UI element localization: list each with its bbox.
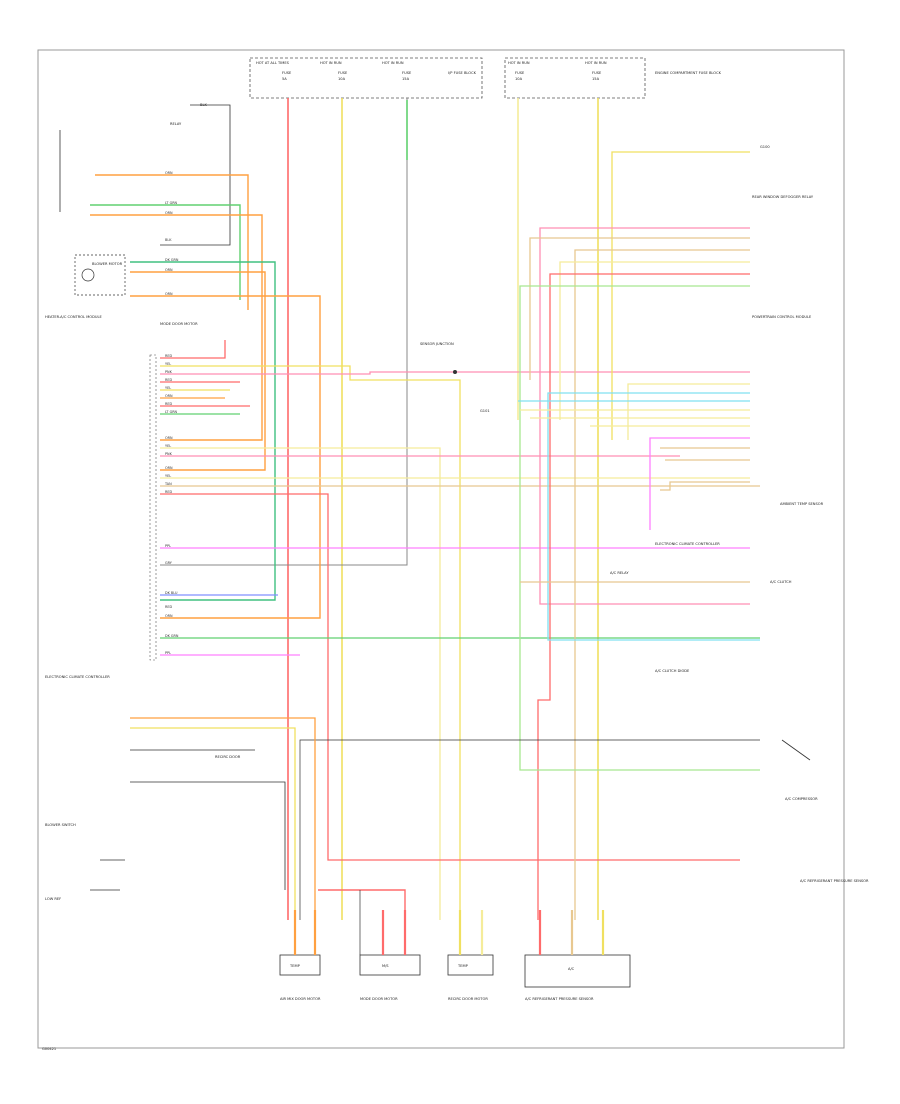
electronic-controller-lower-label: ELECTRONIC CLIMATE CONTROLLER	[45, 675, 110, 679]
recirc-caption: RECIRC DOOR MOTOR	[448, 997, 488, 1001]
wire-orn-3: ORN	[165, 268, 173, 272]
fuse-1-name: HOT AT ALL TIMES	[256, 61, 290, 65]
top-relay-label: RELAY	[170, 122, 182, 126]
ip-fuse-block-label: I/P FUSE BLOCK	[448, 71, 477, 75]
ac-relay-label: A/C RELAY	[610, 571, 629, 575]
main-feed-wires	[160, 98, 599, 920]
wire-orn-6: ORN	[165, 436, 173, 440]
low-ref-label: LOW REF	[45, 897, 61, 901]
diagram-border	[37, 49, 845, 1049]
fuse-2-amp: 10A	[338, 77, 346, 81]
blower-switch-label: BLOWER SWITCH	[45, 823, 76, 827]
hvac-wire-labels: RED YEL PNK RED YEL ORN RED LT GRN ORN Y…	[164, 354, 179, 655]
wire-ltgrn-2: LT GRN	[165, 410, 178, 414]
left-upper-wires	[90, 174, 321, 619]
top-ground-label: BLK	[200, 103, 207, 107]
wire-ppl-2: PPL	[165, 651, 171, 655]
sensor-junction-node	[453, 370, 457, 374]
ambient-temp-label: AMBIENT TEMP SENSOR	[780, 502, 824, 506]
recirc-connector-label: TEMP	[457, 964, 469, 968]
wire-pnk-1: PNK	[165, 370, 173, 374]
wire-red-5: RED	[165, 605, 172, 609]
wire-red-1: RED	[165, 354, 172, 358]
wire-orn-1: ORN	[165, 171, 173, 175]
bottom-connector-pins	[293, 910, 605, 955]
wire-orn-5: ORN	[165, 394, 173, 398]
left-lower-wires	[90, 717, 316, 920]
bottom-connector-air-mix: TEMP	[279, 954, 321, 976]
wire-ltgrn-1: LT GRN	[165, 201, 178, 205]
ip-fuse-block: HOT AT ALL TIMES FUSE 5A HOT IN RUN FUSE…	[249, 57, 483, 99]
refrigerant-sensor-label: A/C REFRIGERANT PRESSURE SENSOR	[800, 879, 869, 883]
pcm-ground-label: G101	[480, 409, 490, 413]
bottom-connector-recirc: TEMP	[447, 954, 494, 976]
air-mix-caption: AIR MIX DOOR MOTOR	[280, 997, 321, 1001]
fuse-6-label: FUSE	[592, 71, 602, 75]
engine-fuse-block-label: ENGINE COMPARTMENT FUSE BLOCK	[655, 71, 722, 75]
hvac-output-wires	[160, 340, 760, 920]
air-mix-connector-label: TEMP	[289, 964, 301, 968]
refrigerant-caption: A/C REFRIGERANT PRESSURE SENSOR	[525, 997, 594, 1001]
rear-defog-label: REAR WINDOW DEFOGGER RELAY	[752, 195, 814, 199]
wire-red-3: RED	[165, 402, 172, 406]
wire-dkgrn-1: DK GRN	[165, 258, 179, 262]
wire-blk-1: BLK	[165, 238, 172, 242]
wire-yel-4: YEL	[165, 474, 171, 478]
blower-motor-symbol	[74, 254, 126, 296]
right-upper-wires	[519, 151, 760, 920]
fuse-5-amp: 10A	[515, 77, 523, 81]
wire-pnk-2: PNK	[165, 452, 173, 456]
wire-dkblu-1: DK BLU	[165, 591, 178, 595]
hvac-module-label: HEATER-A/C CONTROL MODULE	[45, 315, 103, 319]
compressor-label: A/C COMPRESSOR	[785, 797, 818, 801]
wire-ppl-1: PPL	[165, 544, 171, 548]
mode-feed-wire	[318, 889, 406, 910]
wire-red-2: RED	[165, 378, 172, 382]
mode-connector-label: M/S	[382, 964, 389, 968]
wire-orn-4: ORN	[165, 292, 173, 296]
fuse-1-label: FUSE	[282, 71, 292, 75]
wire-red-4: RED	[165, 490, 172, 494]
wire-gry-1: GRY	[165, 561, 173, 565]
bottom-connector-refrigerant: A/C	[524, 954, 631, 988]
bottom-connector-mode: M/S	[359, 954, 421, 976]
ground-right-top-label: G100	[760, 145, 770, 149]
ac-clutch-label: A/C CLUTCH	[770, 580, 792, 584]
hvac-motor-assembly-label: MODE DOOR MOTOR	[160, 322, 198, 326]
mode-caption: MODE DOOR MOTOR	[360, 997, 398, 1001]
fuse-5-label: FUSE	[515, 71, 525, 75]
fuse-5-name: HOT IN RUN	[508, 61, 530, 65]
fuse-2-label: FUSE	[338, 71, 348, 75]
wire-dkgrn-2: DK GRN	[165, 634, 179, 638]
wire-orn-7: ORN	[165, 466, 173, 470]
recirc-door-label: RECIRC DOOR	[215, 755, 241, 759]
wire-tan-1: TAN	[164, 482, 172, 486]
blower-motor-label: BLOWER MOTOR	[92, 262, 123, 266]
electronic-controller-label: ELECTRONIC CLIMATE CONTROLLER	[655, 542, 720, 546]
sensor-junction-label: SENSOR JUNCTION	[420, 342, 454, 346]
engine-fuse-block: HOT IN RUN FUSE 10A HOT IN RUN FUSE 15A …	[504, 57, 722, 99]
fuse-6-amp: 15A	[592, 77, 600, 81]
fuse-3-amp: 15A	[402, 77, 410, 81]
wire-yel-2: YEL	[165, 386, 171, 390]
fuse-1-amp: 5A	[282, 77, 287, 81]
fuse-6-name: HOT IN RUN	[585, 61, 607, 65]
wire-yel-3: YEL	[165, 444, 171, 448]
figure-code: G00421	[42, 1047, 56, 1051]
right-mid-wires	[518, 383, 760, 641]
fuse-2-name: HOT IN RUN	[320, 61, 342, 65]
fuse-3-name: HOT IN RUN	[382, 61, 404, 65]
refrigerant-connector-label: A/C	[568, 967, 575, 971]
wire-yel-1: YEL	[165, 362, 171, 366]
right-lower-wires	[299, 581, 811, 920]
pcm-label: POWERTRAIN CONTROL MODULE	[752, 315, 812, 319]
hvac-control-module	[149, 354, 157, 661]
ac-clutch-diode-label: A/C CLUTCH DIODE	[655, 669, 690, 673]
wire-orn-8: ORN	[165, 614, 173, 618]
fuse-3-label: FUSE	[402, 71, 412, 75]
wire-orn-2: ORN	[165, 211, 173, 215]
